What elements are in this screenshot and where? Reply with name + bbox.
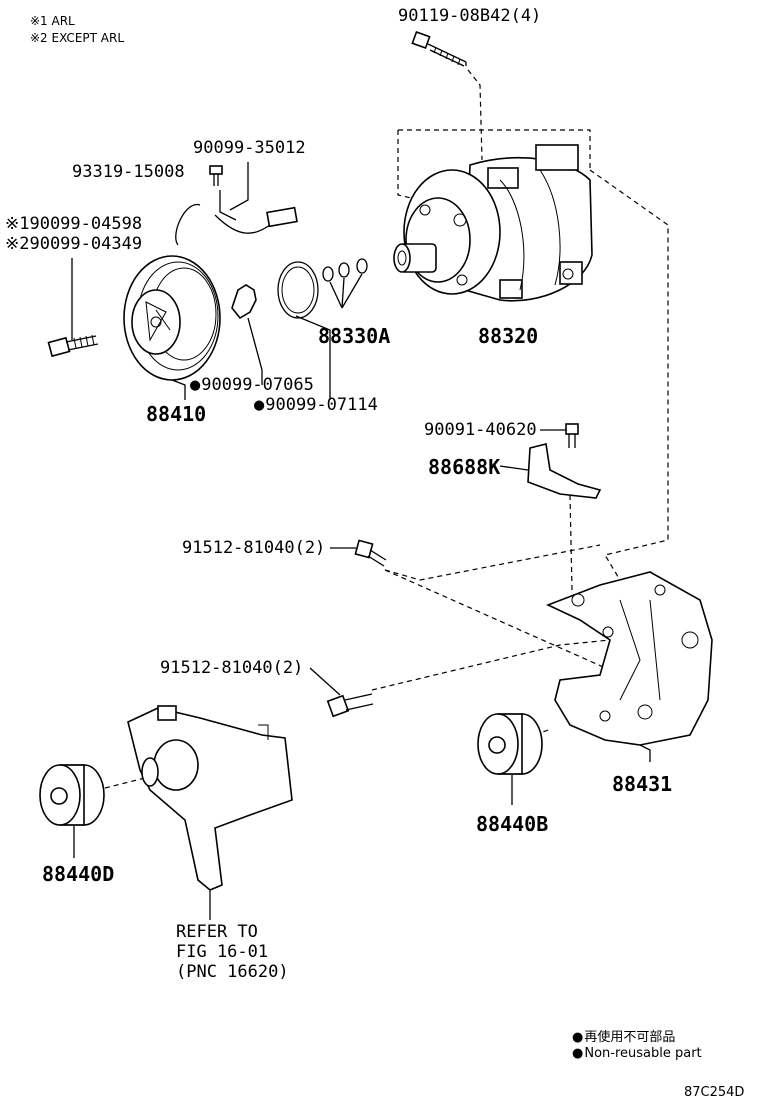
label-90099-04349: ※290099-04349	[5, 234, 143, 254]
label-88440B: 88440B	[476, 812, 549, 836]
compressor-88320	[393, 144, 593, 302]
label-88431: 88431	[612, 772, 673, 796]
label-88410: 88410	[146, 402, 207, 426]
refer-line-3: (PNC 16620)	[176, 962, 289, 982]
label-90091-40620: 90091-40620	[424, 420, 537, 440]
figure-code: 87C254D	[684, 1085, 745, 1100]
bolt-90091-40620	[540, 423, 579, 448]
screw-93319	[209, 165, 237, 221]
idler-88440D	[39, 764, 105, 858]
refer-line-1: REFER TO	[176, 922, 258, 942]
bracket-88688K	[499, 443, 602, 499]
shim-90099-07065	[231, 284, 263, 385]
label-90099-07065: 90099-07065	[190, 375, 314, 395]
legend-jp: 再使用不可部品	[572, 1026, 675, 1045]
label-88320: 88320	[478, 324, 539, 348]
o-rings-88330A	[322, 258, 368, 309]
bolt-91512-b	[309, 667, 374, 718]
bracket-88431	[545, 571, 713, 762]
bolt-90099-04598	[47, 258, 99, 358]
label-90119-08B42: 90119-08B42(4)	[398, 6, 542, 26]
label-90099-04598: ※190099-04598	[5, 214, 143, 234]
label-90099-35012: 90099-35012	[193, 138, 306, 158]
label-88440D: 88440D	[42, 862, 115, 886]
label-88330A: 88330A	[318, 324, 391, 348]
label-93319-15008: 93319-15008	[72, 162, 185, 182]
assembly-guide-lines	[104, 69, 669, 789]
label-91512-81040-upper: 91512-81040(2)	[182, 538, 326, 558]
leader-90099-35012	[229, 162, 249, 211]
clutch-88410	[123, 204, 298, 400]
label-90099-07114: 90099-07114	[254, 395, 378, 415]
bolt-91512-a	[330, 539, 387, 567]
label-88688K: 88688K	[428, 455, 501, 479]
snap-ring-90099-07114	[277, 261, 331, 400]
refer-line-2: FIG 16-01	[176, 942, 269, 962]
note-except-arl: ※2 EXCEPT ARL	[30, 31, 125, 45]
legend-en: Non-reusable part	[572, 1046, 701, 1061]
bolt-90119	[411, 30, 467, 67]
note-arl: ※1 ARL	[30, 14, 75, 28]
bracket-tensioner	[127, 705, 293, 920]
label-91512-81040-lower: 91512-81040(2)	[160, 658, 304, 678]
idler-88440B	[477, 713, 543, 805]
